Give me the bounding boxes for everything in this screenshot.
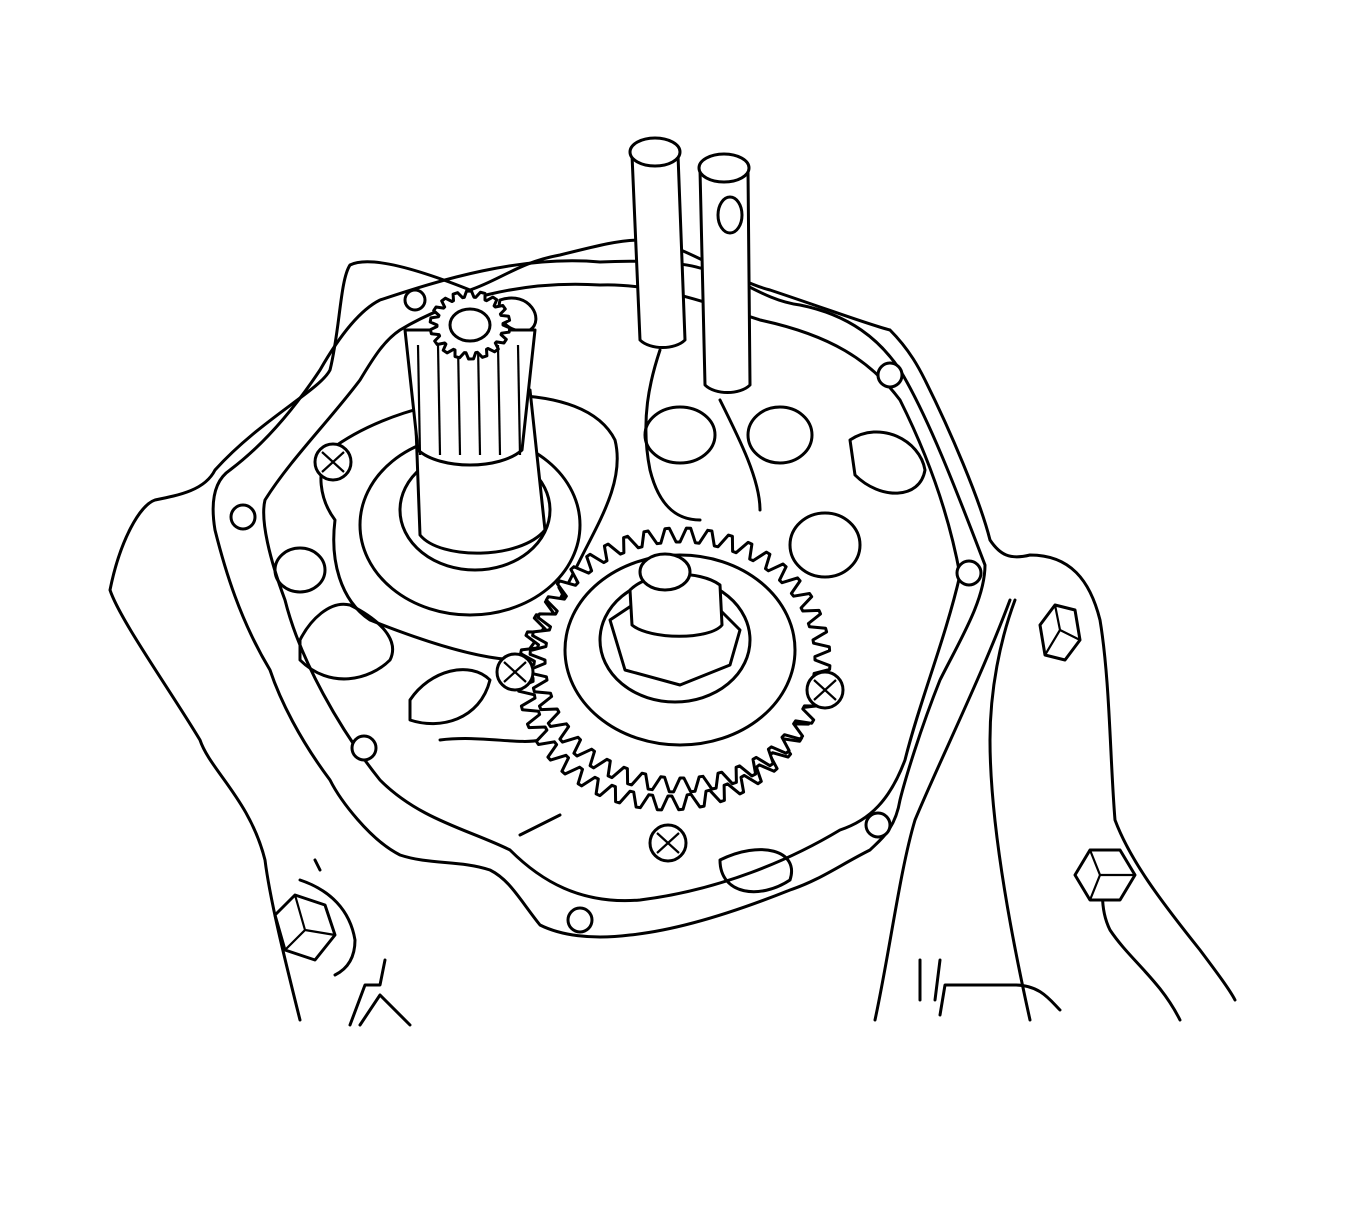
- shift-rail-left: [628, 136, 687, 349]
- spline-groove: [456, 344, 462, 456]
- spline-groove: [416, 344, 422, 456]
- retainer-screw: [495, 652, 535, 692]
- input-shaft-splines: [403, 289, 537, 467]
- gasket-inner-outline: [262, 282, 962, 903]
- bolt-hole: [350, 734, 378, 762]
- housing-bolt: [1073, 848, 1137, 902]
- housing-lower-right-ledge: [918, 958, 1062, 1017]
- bolt-hole: [403, 288, 427, 312]
- bolt-hole: [955, 559, 983, 587]
- retainer-screw: [648, 823, 688, 863]
- housing-right-flange: [873, 598, 1182, 1022]
- detent-groove: [644, 348, 762, 522]
- spline-groove: [516, 344, 522, 456]
- spline-groove: [436, 344, 442, 456]
- gasket-bolt-holes: [229, 288, 983, 934]
- retainer-screw: [313, 442, 353, 482]
- drain-plug-bolt: [273, 858, 412, 1027]
- bolt-hole: [864, 811, 892, 839]
- gear-hub-ring: [563, 553, 797, 747]
- housing-openings: [273, 296, 927, 894]
- bolt-hole: [876, 361, 904, 389]
- spline-groove: [476, 344, 482, 456]
- shift-rail-right: [697, 152, 752, 394]
- spline-groove: [496, 344, 502, 456]
- bolt-hole: [229, 503, 257, 531]
- bolt-hole: [566, 906, 594, 934]
- housing-outline: [108, 238, 1237, 1022]
- gasket-plate-outline: [211, 259, 987, 939]
- shaft-bore: [448, 307, 492, 343]
- housing-bolt: [1038, 603, 1082, 662]
- retainer-screw: [805, 670, 845, 710]
- countershaft-tip: [638, 552, 692, 592]
